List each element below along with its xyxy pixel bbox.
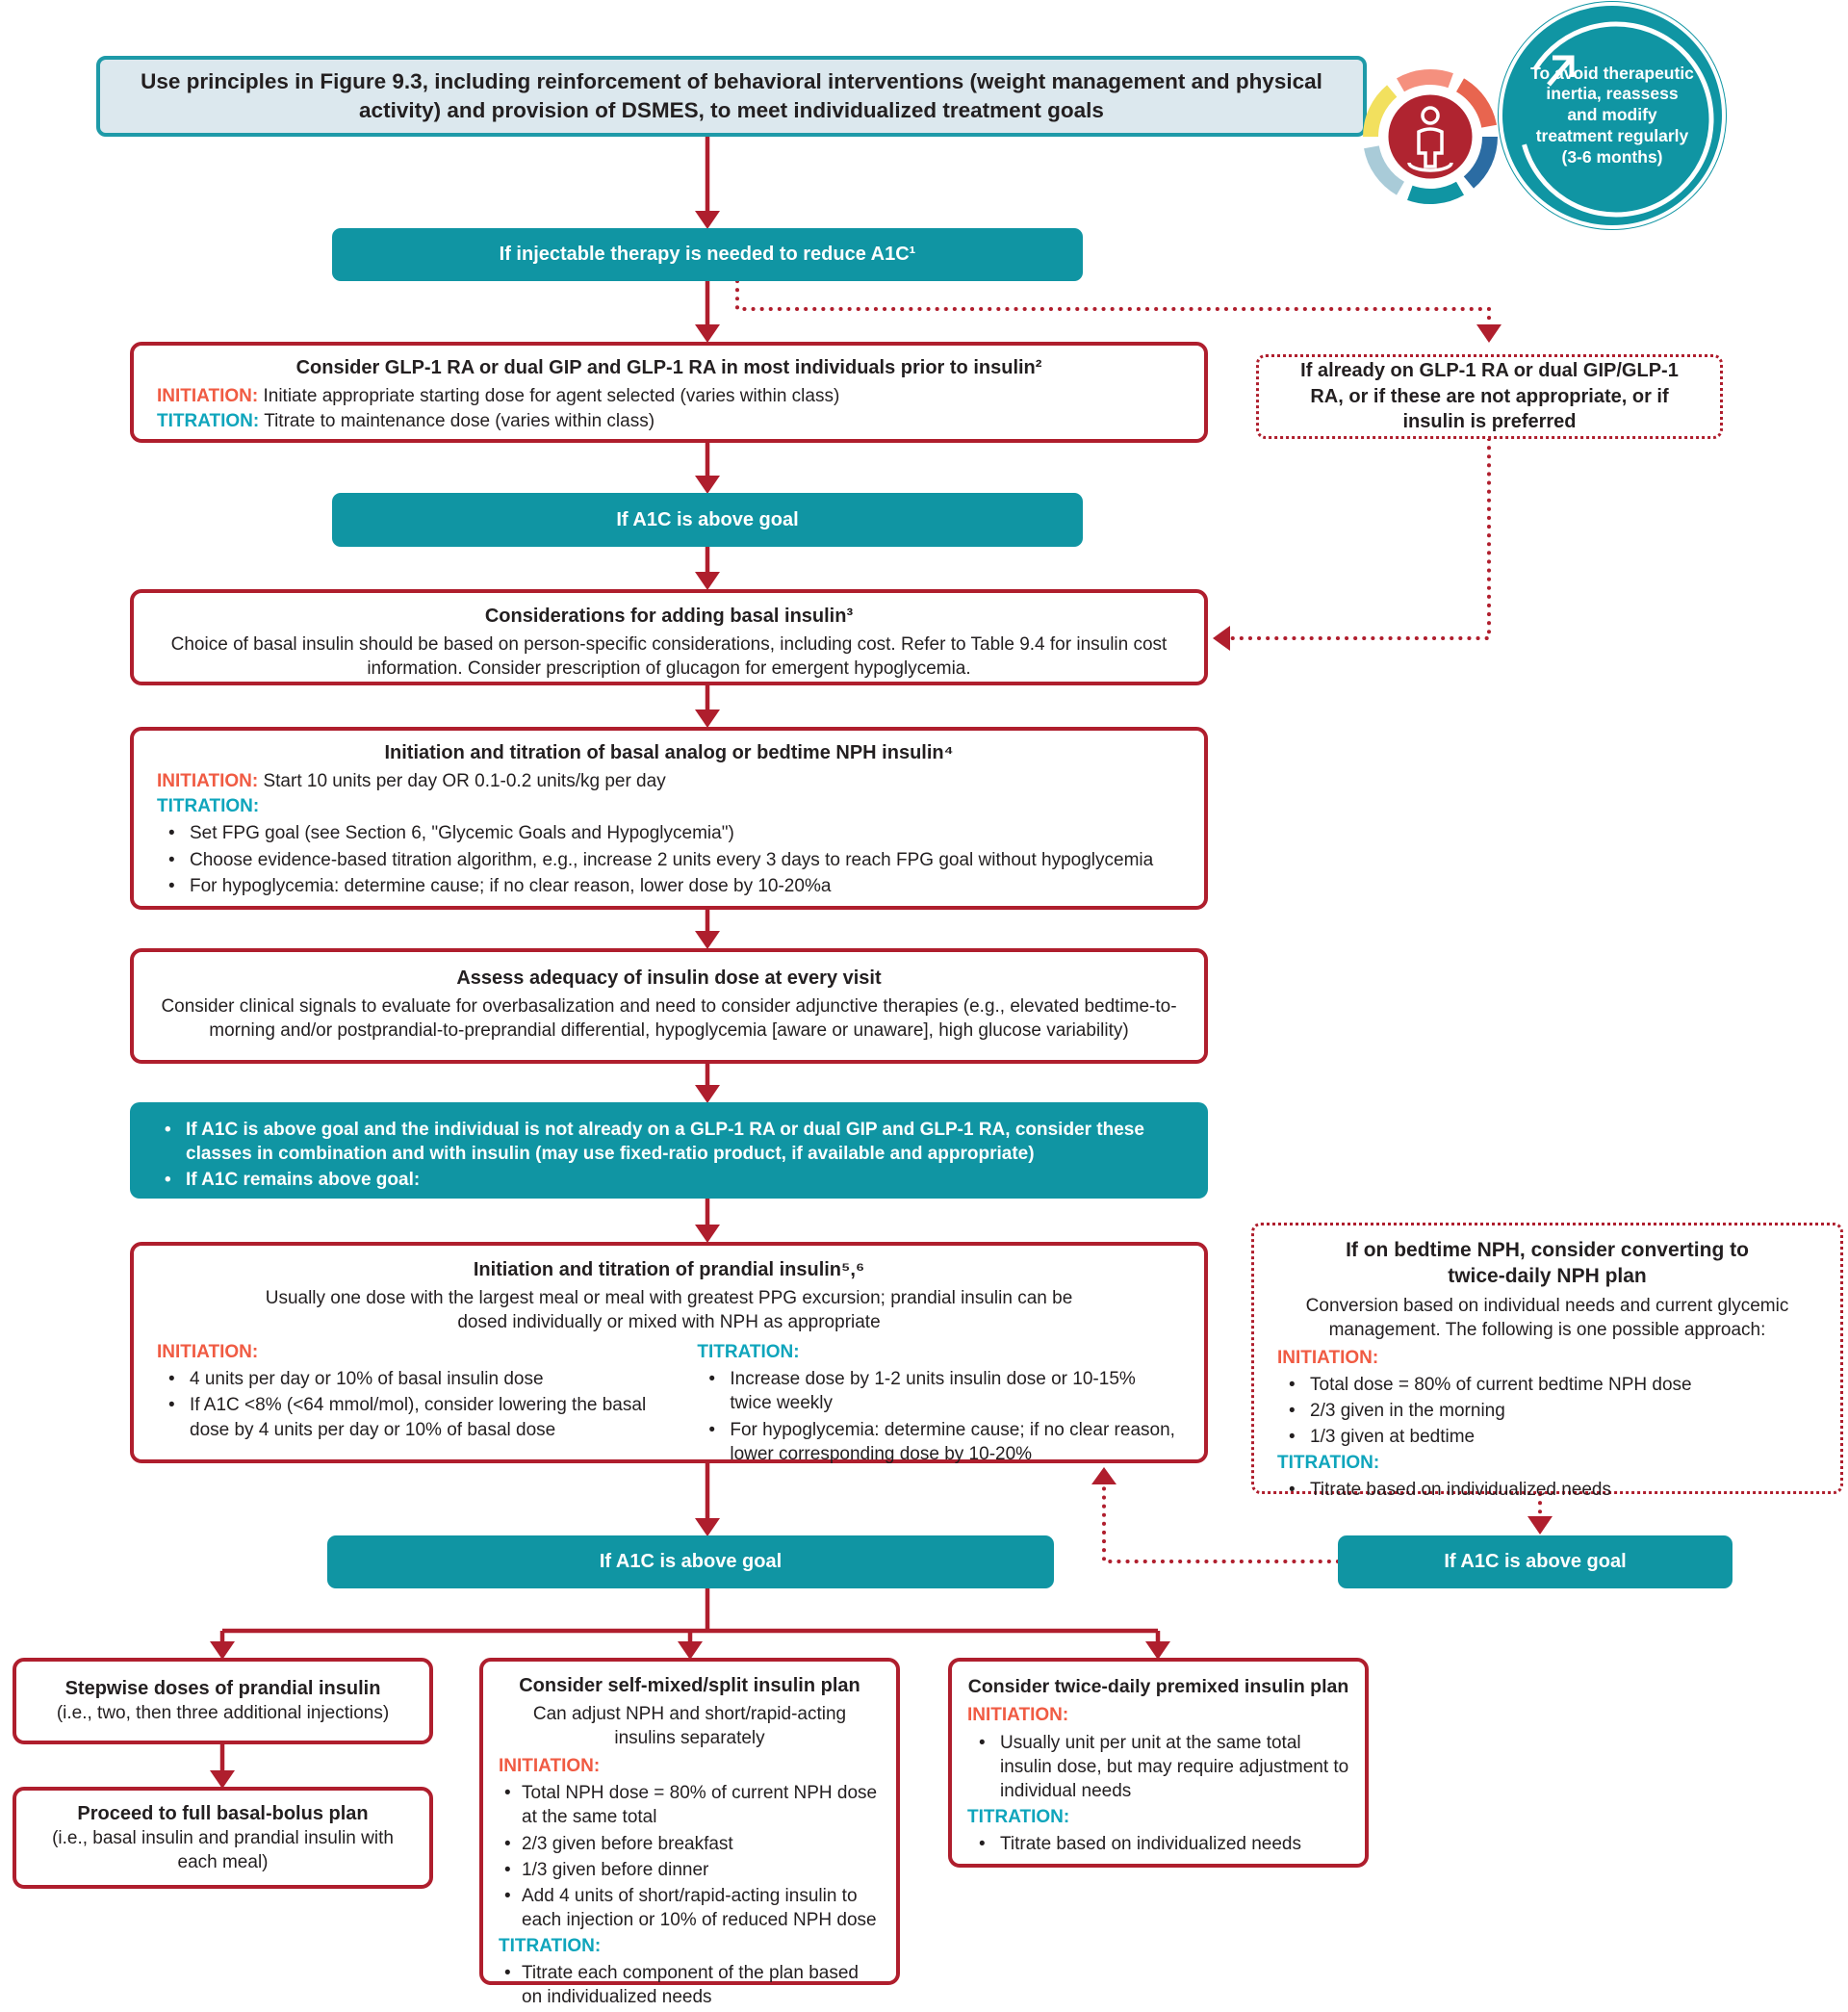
titration-label: TITRATION:: [967, 1806, 1070, 1827]
basal-considerations-body: Choice of basal insulin should be based …: [170, 634, 1168, 680]
basal-considerations-title: Considerations for adding basal insulin³: [484, 606, 854, 627]
badge-text: To avoid therapeutic inertia, reassess a…: [1530, 63, 1694, 167]
header-principles-box: Use principles in Figure 9.3, including …: [96, 56, 1367, 137]
box-basal-initiation: Initiation and titration of basal analog…: [130, 727, 1208, 910]
initiation-label: INITIATION:: [157, 386, 259, 406]
basal-bolus-title: Proceed to full basal-bolus plan: [77, 1802, 369, 1824]
band-injectable-therapy: If injectable therapy is needed to reduc…: [332, 228, 1083, 281]
initiation-label: INITIATION:: [157, 1342, 259, 1363]
nph-conversion-body: Conversion based on individual needs and…: [1305, 1295, 1789, 1340]
band-a1c-above-goal-right: If A1C is above goal: [1338, 1535, 1732, 1588]
prandial-title: Initiation and titration of prandial ins…: [473, 1259, 865, 1280]
nph-titration-bullet: Titrate based on individualized needs: [1277, 1478, 1817, 1502]
box-premixed: Consider twice-daily premixed insulin pl…: [948, 1658, 1369, 1868]
titration-label: TITRATION:: [157, 411, 260, 432]
person-centered-cycle-icon: [1363, 69, 1499, 204]
self-mixed-initiation-bullet: 1/3 given before dinner: [499, 1858, 881, 1882]
box-prandial-insulin: Initiation and titration of prandial ins…: [130, 1242, 1208, 1464]
basal-titration-bullet: For hypoglycemia: determine cause; if no…: [157, 874, 1181, 898]
basal-init-title: Initiation and titration of basal analog…: [384, 742, 954, 763]
basal-init-initiation: Start 10 units per day OR 0.1-0.2 units/…: [263, 771, 666, 791]
titration-label: TITRATION:: [1277, 1453, 1380, 1474]
self-mixed-subtitle: Can adjust NPH and short/rapid-acting in…: [532, 1704, 847, 1749]
band-a1c-above-goal: If A1C is above goal: [332, 493, 1083, 547]
header-text: Use principles in Figure 9.3, including …: [141, 69, 1322, 122]
box-glp1-consider: Consider GLP-1 RA or dual GIP and GLP-1 …: [130, 342, 1208, 443]
prandial-initiation-bullet: If A1C <8% (<64 mmol/mol), consider lowe…: [157, 1393, 658, 1441]
prandial-titration-column: TITRATION: Increase dose by 1-2 units in…: [658, 1340, 1181, 1468]
assess-body: Consider clinical signals to evaluate fo…: [161, 996, 1177, 1042]
person-icon-background: [1385, 91, 1476, 182]
prandial-subtitle: Usually one dose with the largest meal o…: [265, 1288, 1073, 1333]
stepwise-title: Stepwise doses of prandial insulin: [64, 1678, 381, 1700]
self-mixed-title: Consider self-mixed/split insulin plan: [519, 1675, 860, 1696]
initiation-label: INITIATION:: [1277, 1347, 1379, 1368]
basal-titration-bullet: Set FPG goal (see Section 6, "Glycemic G…: [157, 821, 1181, 845]
already-on-glp1-text: If already on GLP-1 RA or dual GIP/GLP-1…: [1300, 360, 1679, 433]
band-a1c-text: If A1C is above goal: [616, 508, 799, 530]
box-assess-adequacy: Assess adequacy of insulin dose at every…: [130, 948, 1208, 1064]
prandial-initiation-bullet: 4 units per day or 10% of basal insulin …: [157, 1367, 658, 1391]
box-basal-considerations: Considerations for adding basal insulin³…: [130, 589, 1208, 685]
box-self-mixed: Consider self-mixed/split insulin plan C…: [479, 1658, 900, 2007]
glp1-title: Consider GLP-1 RA or dual GIP and GLP-1 …: [295, 357, 1042, 378]
self-mixed-initiation-bullet: Total NPH dose = 80% of current NPH dose…: [499, 1781, 881, 1829]
combo-bullet: If A1C is above goal and the individual …: [153, 1118, 1185, 1166]
circular-arrow-icon: [1518, 21, 1714, 218]
reassess-badge: To avoid therapeutic inertia, reassess a…: [1499, 2, 1726, 229]
combo-bullet: If A1C remains above goal:: [153, 1168, 1185, 1192]
box-stepwise-prandial: Stepwise doses of prandial insulin (i.e.…: [13, 1658, 433, 1744]
nph-initiation-bullet: 1/3 given at bedtime: [1277, 1425, 1817, 1449]
band-injectable-text: If injectable therapy is needed to reduc…: [499, 244, 916, 265]
stepwise-subtitle: (i.e., two, then three additional inject…: [56, 1703, 390, 1724]
nph-initiation-bullet: Total dose = 80% of current bedtime NPH …: [1277, 1373, 1817, 1397]
basal-bolus-subtitle: (i.e., basal insulin and prandial insuli…: [52, 1827, 394, 1872]
premixed-titration-bullet: Titrate based on individualized needs: [967, 1832, 1349, 1856]
titration-label: TITRATION:: [157, 796, 260, 817]
self-mixed-initiation-bullet: 2/3 given before breakfast: [499, 1832, 881, 1856]
basal-titration-bullet: Choose evidence-based titration algorith…: [157, 848, 1181, 872]
assess-title: Assess adequacy of insulin dose at every…: [456, 967, 882, 989]
person-icon: [1407, 106, 1453, 172]
glp1-titration-text: Titrate to maintenance dose (varies with…: [264, 411, 655, 432]
premixed-title: Consider twice-daily premixed insulin pl…: [967, 1676, 1349, 1697]
prandial-initiation-column: INITIATION: 4 units per day or 10% of ba…: [157, 1340, 658, 1468]
glp1-initiation-text: Initiate appropriate starting dose for a…: [263, 386, 840, 406]
titration-label: TITRATION:: [697, 1342, 800, 1363]
prandial-titration-bullet: For hypoglycemia: determine cause; if no…: [697, 1418, 1181, 1466]
nph-initiation-bullet: 2/3 given in the morning: [1277, 1399, 1817, 1423]
titration-label: TITRATION:: [499, 1935, 602, 1956]
initiation-label: INITIATION:: [499, 1756, 601, 1777]
box-nph-conversion: If on bedtime NPH, consider converting t…: [1251, 1223, 1843, 1503]
prandial-titration-bullet: Increase dose by 1-2 units insulin dose …: [697, 1367, 1181, 1415]
box-combination-note: If A1C is above goal and the individual …: [130, 1102, 1208, 1199]
self-mixed-initiation-bullet: Add 4 units of short/rapid-acting insuli…: [499, 1884, 881, 1932]
band-a1c-left-text: If A1C is above goal: [599, 1551, 783, 1572]
box-basal-bolus: Proceed to full basal-bolus plan (i.e., …: [13, 1787, 433, 1889]
initiation-label: INITIATION:: [967, 1705, 1069, 1726]
initiation-label: INITIATION:: [157, 771, 259, 791]
self-mixed-titration-bullet: Titrate each component of the plan based…: [499, 1961, 881, 2009]
band-a1c-right-text: If A1C is above goal: [1444, 1551, 1627, 1572]
box-already-on-glp1: If already on GLP-1 RA or dual GIP/GLP-1…: [1256, 354, 1723, 439]
premixed-initiation-bullet: Usually unit per unit at the same total …: [967, 1731, 1349, 1803]
band-a1c-above-goal-left: If A1C is above goal: [327, 1535, 1054, 1588]
nph-conversion-title: If on bedtime NPH, consider converting t…: [1346, 1239, 1749, 1288]
